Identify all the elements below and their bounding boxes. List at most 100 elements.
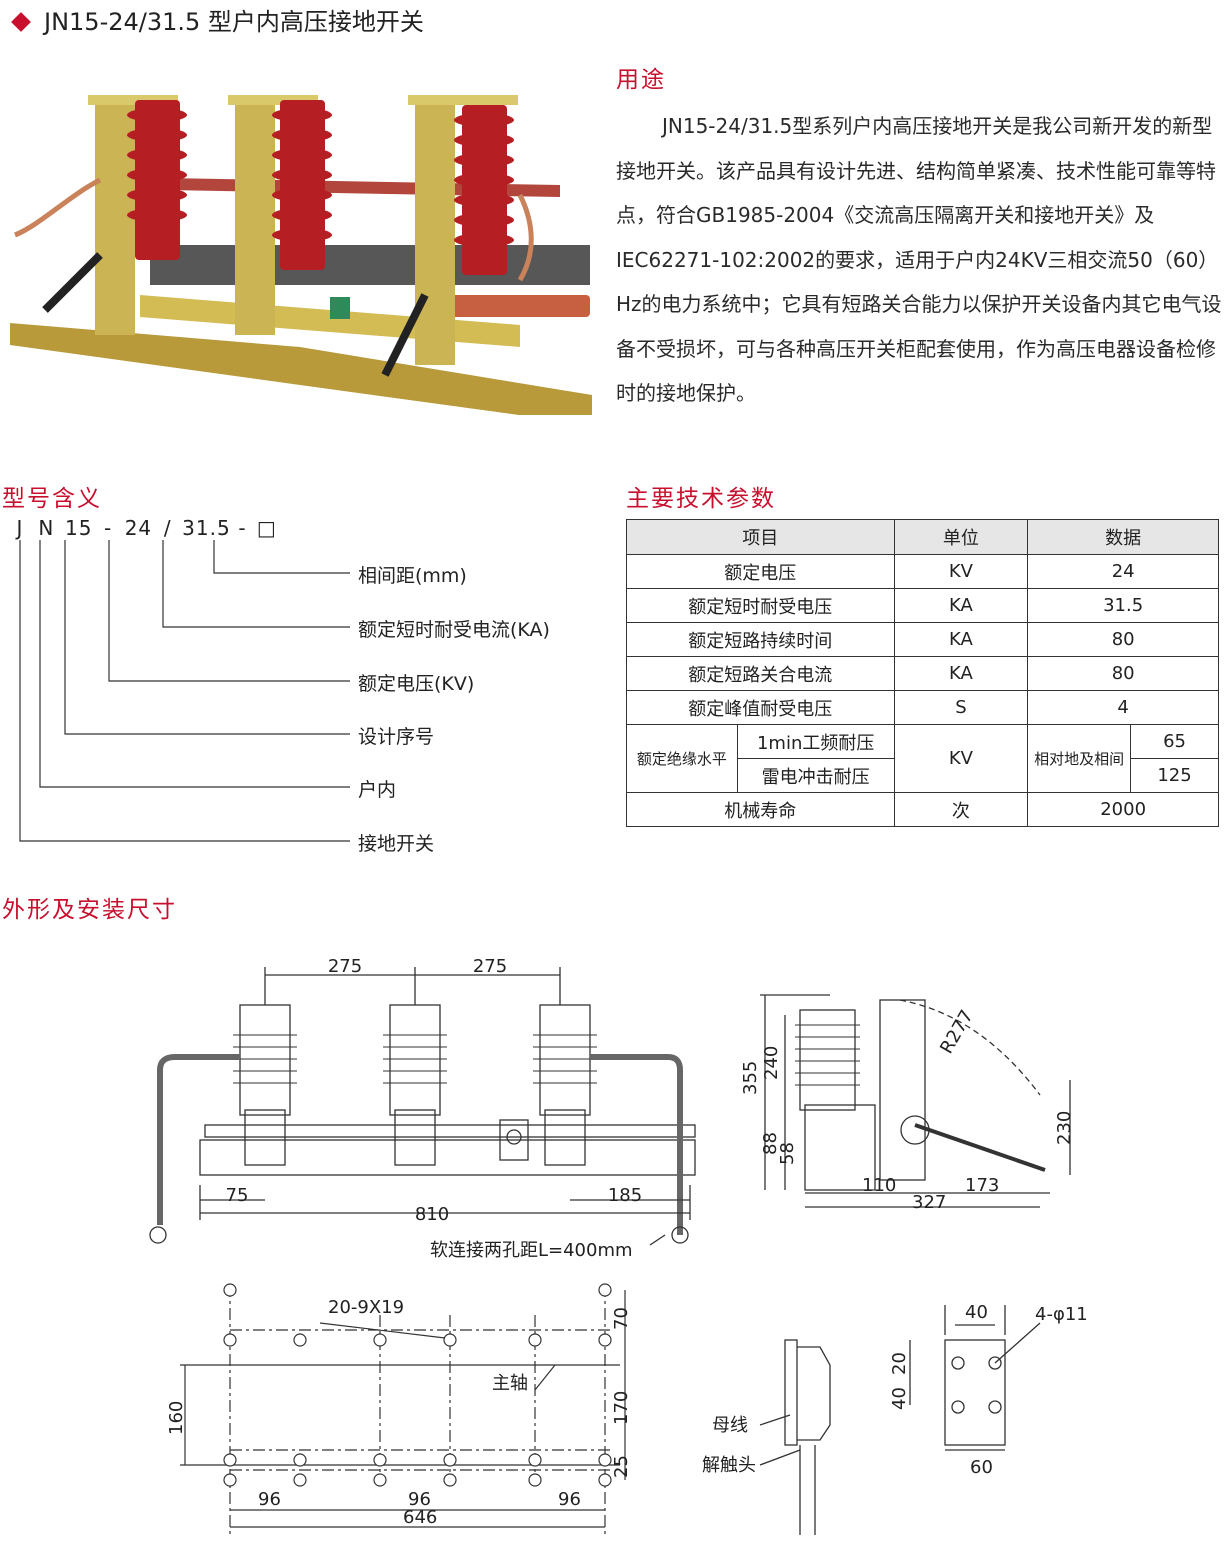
code-31-5: 31.5 <box>182 516 231 540</box>
cell-value: 80 <box>1027 622 1219 657</box>
cell-life-unit: 次 <box>893 792 1029 827</box>
table-row: 额定电压 KV 24 <box>626 554 1219 589</box>
busbar-detail <box>759 1339 831 1535</box>
flex-cable <box>14 177 102 238</box>
cell-unit: S <box>893 690 1029 725</box>
mounting-plan <box>180 1283 626 1535</box>
model-label-voltage: 额定电压(KV) <box>358 673 475 695</box>
cell-life-value: 2000 <box>1027 792 1219 827</box>
spring-left <box>42 252 103 313</box>
model-leader-lines <box>19 540 350 842</box>
table-header-row: 项目 单位 数据 <box>626 519 1219 555</box>
usage-text: JN15-24/31.5型系列户内高压接地开关是我公司新开发的新型接地开关。该产… <box>616 114 1222 405</box>
page-title: JN15-24/31.5 型户内高压接地开关 <box>10 2 424 37</box>
svg-text:40: 40 <box>889 1387 910 1410</box>
cell-life-item: 机械寿命 <box>626 792 895 827</box>
code-j: J <box>16 516 24 540</box>
svg-text:646: 646 <box>403 1507 437 1528</box>
params-table: 项目 单位 数据 额定电压 KV 24 额定短时耐受电压 KA 31.5 额定短… <box>626 519 1219 827</box>
svg-text:96: 96 <box>558 1489 581 1510</box>
dimension-drawings: 275 275 75 185 810 软连接两孔距L=400mm 355 240… <box>149 956 1088 1535</box>
cell-value: 24 <box>1027 554 1219 589</box>
svg-text:4-φ11: 4-φ11 <box>1035 1304 1088 1325</box>
params-heading: 主要技术参数 <box>626 486 776 512</box>
svg-text:275: 275 <box>473 956 507 977</box>
table-row: 额定绝缘水平 1min工频耐压 KV 相对地及相间 65 <box>626 724 1219 793</box>
cell-item: 额定短时耐受电压 <box>626 588 895 623</box>
front-insulators <box>239 1004 591 1116</box>
table-row: 额定短时耐受电压 KA 31.5 <box>626 588 1219 623</box>
svg-text:软连接两孔距L=400mm: 软连接两孔距L=400mm <box>430 1240 633 1261</box>
base-rail <box>10 323 592 415</box>
usage-heading: 用途 <box>616 67 666 93</box>
model-label-earthing: 接地开关 <box>358 833 435 855</box>
product-photo <box>10 95 592 415</box>
svg-text:主轴: 主轴 <box>492 1373 528 1394</box>
cell-item: 额定峰值耐受电压 <box>626 690 895 725</box>
svg-text:20: 20 <box>889 1352 910 1375</box>
svg-text:327: 327 <box>912 1192 946 1213</box>
title-text: JN15-24/31.5 型户内高压接地开关 <box>44 8 424 36</box>
detail-labels: 母线 解触头 40 4-φ11 20 40 60 <box>702 1302 1088 1478</box>
code-15: 15 <box>64 516 93 540</box>
cell-unit: KA <box>893 656 1029 691</box>
cell-value: 31.5 <box>1027 588 1219 623</box>
model-label-spacing: 相间距(mm) <box>358 565 467 587</box>
model-label-current: 额定短时耐受电流(KA) <box>358 619 550 641</box>
svg-text:170: 170 <box>611 1391 632 1425</box>
svg-text:88: 88 <box>760 1132 781 1155</box>
svg-text:810: 810 <box>415 1204 449 1225</box>
svg-text:R277: R277 <box>936 1006 978 1057</box>
svg-text:275: 275 <box>328 956 362 977</box>
svg-text:20-9X19: 20-9X19 <box>328 1297 404 1318</box>
svg-text:110: 110 <box>862 1175 896 1196</box>
code-24: 24 <box>124 516 153 540</box>
cell-v1: 65 <box>1130 724 1219 759</box>
svg-text:96: 96 <box>258 1489 281 1510</box>
dims-heading: 外形及安装尺寸 <box>2 897 177 923</box>
side-view <box>760 994 1071 1208</box>
header-item: 项目 <box>626 519 895 555</box>
cell-insulation-note: 相对地及相间 <box>1027 724 1132 793</box>
code-dash: - <box>103 516 113 540</box>
svg-text:160: 160 <box>166 1401 187 1435</box>
plate-detail <box>909 1305 1041 1451</box>
cell-value: 80 <box>1027 656 1219 691</box>
svg-text:355: 355 <box>740 1061 761 1095</box>
svg-text:解触头: 解触头 <box>702 1455 756 1476</box>
svg-text:75: 75 <box>226 1185 249 1206</box>
model-label-design: 设计序号 <box>358 726 435 748</box>
cell-sub1: 1min工频耐压 <box>736 724 895 759</box>
svg-text:70: 70 <box>611 1307 632 1330</box>
model-heading: 型号含义 <box>2 486 102 512</box>
header-unit: 单位 <box>893 519 1029 555</box>
svg-text:母线: 母线 <box>712 1415 748 1436</box>
svg-text:60: 60 <box>970 1457 993 1478</box>
cell-v2: 125 <box>1130 758 1219 793</box>
code-box: □ <box>256 516 277 540</box>
svg-text:185: 185 <box>608 1185 642 1206</box>
cell-item: 额定短路持续时间 <box>626 622 895 657</box>
table-row: 额定短路持续时间 KA 80 <box>626 622 1219 657</box>
model-label-indoor: 户内 <box>358 779 397 801</box>
code-n: N <box>38 516 55 540</box>
model-code: J N 15 - 24 / 31.5 - □ <box>12 516 277 540</box>
svg-text:240: 240 <box>761 1046 782 1080</box>
front-view <box>149 967 696 1246</box>
svg-text:230: 230 <box>1054 1111 1075 1145</box>
diamond-icon <box>11 11 31 32</box>
insulator-1 <box>127 100 187 260</box>
svg-text:58: 58 <box>777 1142 798 1165</box>
front-labels: 275 275 75 185 810 软连接两孔距L=400mm <box>226 956 643 1261</box>
insulator-3 <box>454 105 514 275</box>
table-row: 额定峰值耐受电压 S 4 <box>626 690 1219 725</box>
cell-value: 4 <box>1027 690 1219 725</box>
cell-insulation-label: 额定绝缘水平 <box>626 724 738 793</box>
cell-item: 额定电压 <box>626 554 895 589</box>
table-row: 雷电冲击耐压 125 <box>627 758 1219 793</box>
svg-text:96: 96 <box>408 1489 431 1510</box>
cell-unit: KV <box>893 554 1029 589</box>
code-slash: / <box>163 516 172 540</box>
cell-item: 额定短路关合电流 <box>626 656 895 691</box>
header-data: 数据 <box>1027 519 1219 555</box>
